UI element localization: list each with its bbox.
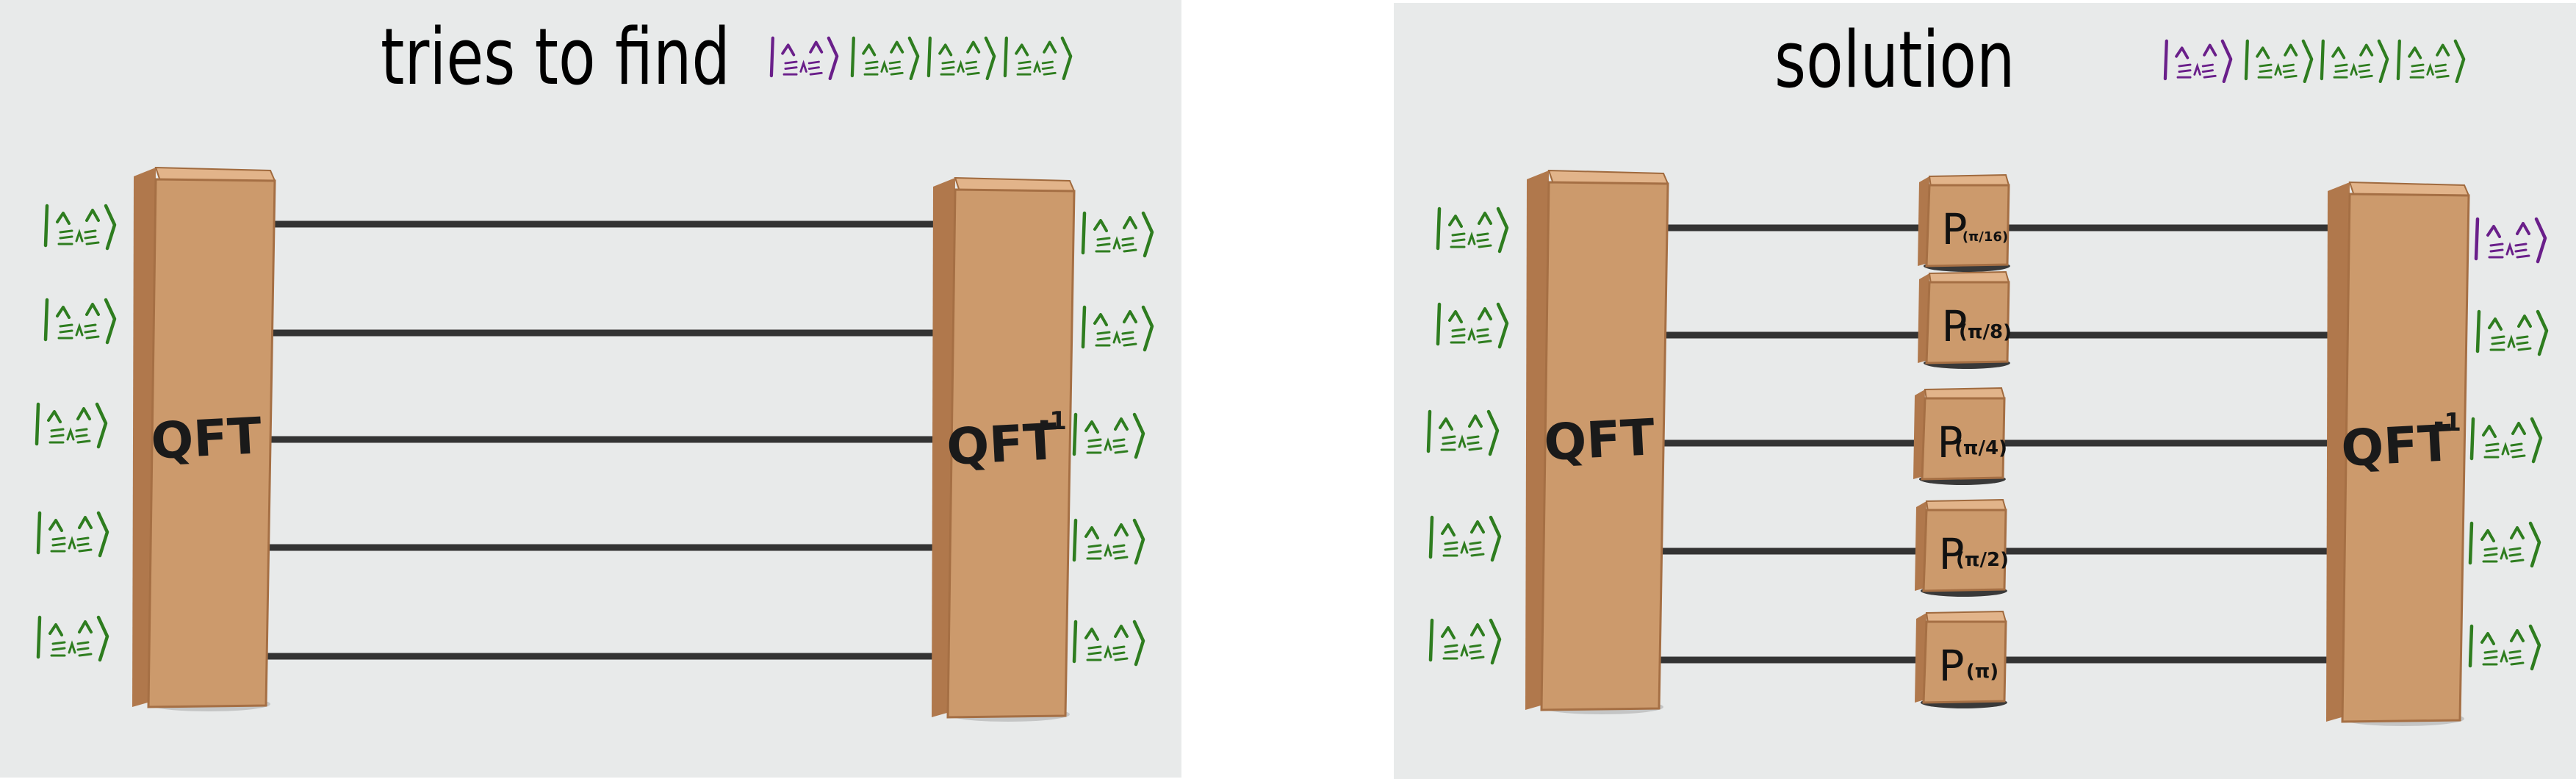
phase-angle-label: (π/2) [1956, 549, 2009, 571]
input-ket-icon [1431, 517, 1500, 560]
right-panel-title: solution [1774, 15, 2015, 105]
qft-inverse-label: QFT-1 [2340, 408, 2461, 478]
phase-gate-label: P(π/2) [1939, 529, 2009, 579]
target-ket-icon [2322, 41, 2387, 82]
target-ket-icon [929, 38, 994, 79]
output-ket-icon [1074, 622, 1143, 664]
target-ket-icon [1005, 38, 1071, 79]
qft-label: QFT [1543, 409, 1657, 473]
target-ket-icon [2165, 41, 2231, 82]
output-ket-icon [1083, 213, 1152, 256]
phase-gate-letter: P [1939, 641, 1965, 691]
phase-angle-label: (π) [1966, 661, 1998, 683]
qft-box [1525, 169, 1669, 714]
input-ket-icon [38, 617, 107, 660]
target-ket-icon [852, 38, 918, 79]
phase-angle-label: (π/4) [1954, 437, 2007, 459]
output-ket-icon [2472, 419, 2541, 462]
output-ket-icon [2470, 626, 2539, 669]
inverse-superscript: -1 [2433, 408, 2461, 437]
target-ket-icon [2398, 41, 2464, 82]
qft-box [132, 166, 276, 711]
qft-inverse-box [932, 176, 1076, 722]
qft-inverse-box [2326, 181, 2470, 726]
svg-text:QFT: QFT [2340, 414, 2454, 478]
svg-text:QFT: QFT [946, 413, 1059, 477]
input-ket-icon [37, 404, 106, 447]
phase-gate-label: P(π) [1939, 641, 1999, 691]
phase-gate-label: P(π/4) [1938, 417, 2007, 467]
input-ket-icon [46, 300, 115, 342]
phase-gate-letter: P [1939, 529, 1965, 579]
qft-label: QFT [150, 407, 264, 471]
phase-gate-label: P(π/8) [1942, 301, 2012, 351]
phase-gate-box [1913, 387, 2006, 485]
phase-gate-box [1915, 610, 2007, 708]
qft-inverse-label: QFT-1 [946, 406, 1067, 477]
input-ket-icon [1428, 412, 1497, 454]
target-ket-icon [2246, 41, 2311, 82]
input-ket-icon [1438, 209, 1507, 251]
inverse-superscript: -1 [1039, 406, 1067, 436]
phase-angle-label: (π/16) [1962, 229, 2008, 245]
phase-gate-letter: P [1942, 301, 1968, 351]
input-ket-icon [1431, 620, 1500, 663]
input-ket-icon [46, 206, 115, 248]
phase-gate-letter: P [1942, 204, 1968, 254]
phase-gate-box [1915, 498, 2007, 597]
left-panel-title: tries to find [381, 12, 730, 102]
output-ket-icon [2476, 219, 2545, 262]
phase-gate-box [1918, 270, 2010, 369]
output-ket-icon [1074, 414, 1143, 457]
input-ket-icon [38, 513, 107, 556]
phase-gate-box [1918, 173, 2010, 272]
input-ket-icon [1438, 304, 1507, 347]
output-ket-icon [1083, 307, 1152, 350]
phase-gate-label: P(π/16) [1942, 204, 2009, 254]
output-ket-icon [2478, 312, 2547, 354]
phase-angle-label: (π/8) [1959, 321, 2012, 343]
output-ket-icon [1074, 520, 1143, 563]
target-ket-icon [771, 38, 837, 79]
phase-gate-letter: P [1938, 417, 1963, 467]
output-ket-icon [2470, 523, 2539, 566]
